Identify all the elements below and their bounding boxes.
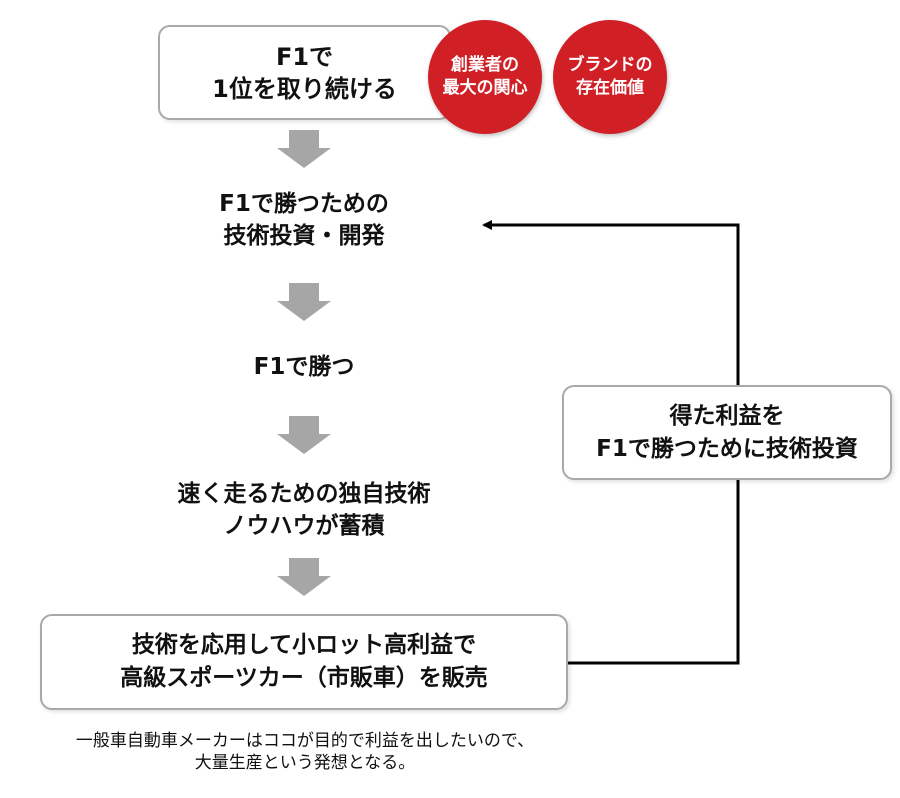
footnote-line-1: 一般車自動車メーカーはココが目的で利益を出したいので、 bbox=[75, 731, 535, 751]
step-win-f1: F1で勝つ bbox=[154, 351, 454, 383]
feedback-box-line-1: 得た利益を bbox=[669, 402, 785, 429]
step-1-line-1: F1で勝つための bbox=[219, 191, 389, 217]
step-know-how-accumulation: 速く走るための独自技術 ノウハウが蓄積 bbox=[134, 478, 474, 542]
down-arrow-4 bbox=[277, 558, 331, 596]
feedback-box-reinvest-profit: 得た利益を F1で勝つために技術投資 bbox=[562, 385, 892, 480]
founder-interest-circle: 創業者の 最大の関心 bbox=[428, 20, 542, 134]
bottom-box-line-2: 高級スポーツカー（市販車）を販売 bbox=[120, 665, 488, 691]
bottom-box-sell-sports-cars: 技術を応用して小ロット高利益で 高級スポーツカー（市販車）を販売 bbox=[40, 614, 568, 710]
circle-2-line-2: 存在価値 bbox=[576, 78, 644, 98]
feedback-box-line-2: F1で勝つために技術投資 bbox=[596, 435, 858, 462]
circle-2-line-1: ブランドの bbox=[567, 55, 653, 75]
top-box-line-1: F1で bbox=[275, 42, 334, 71]
step-1-line-2: 技術投資・開発 bbox=[223, 223, 385, 249]
footnote: 一般車自動車メーカーはココが目的で利益を出したいので、 大量生産という発想となる… bbox=[10, 730, 600, 774]
circle-1-line-1: 創業者の bbox=[451, 55, 519, 75]
step-2-line-1: F1で勝つ bbox=[253, 354, 355, 380]
circle-1-line-2: 最大の関心 bbox=[442, 78, 528, 98]
down-arrow-1 bbox=[277, 130, 331, 168]
step-tech-investment: F1で勝つための 技術投資・開発 bbox=[154, 188, 454, 252]
down-arrow-2 bbox=[277, 283, 331, 321]
step-3-line-2: ノウハウが蓄積 bbox=[223, 513, 385, 539]
top-box-win-f1: F1で 1位を取り続ける bbox=[158, 25, 451, 120]
down-arrow-3 bbox=[277, 416, 331, 454]
brand-value-circle: ブランドの 存在価値 bbox=[553, 20, 667, 134]
bottom-box-line-1: 技術を応用して小ロット高利益で bbox=[131, 632, 477, 658]
top-box-line-2: 1位を取り続ける bbox=[212, 74, 397, 103]
step-3-line-1: 速く走るための独自技術 bbox=[177, 481, 431, 507]
footnote-line-2: 大量生産という発想となる。 bbox=[194, 753, 416, 773]
